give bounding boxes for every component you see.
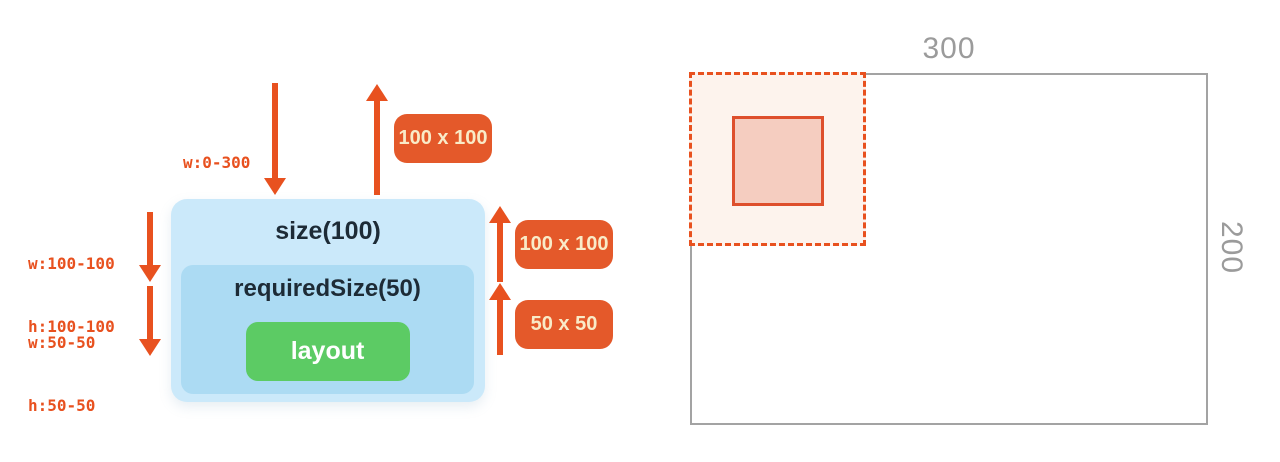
required-size-constraints-height: h:50-50 (28, 396, 96, 415)
size-constraints-width: w:100-100 (28, 254, 115, 273)
required-size-modifier-box: requiredSize(50) layout (181, 265, 474, 394)
down-arrow-icon (139, 212, 161, 282)
measured-size-badge-top: 100 x 100 (394, 114, 492, 163)
incoming-constraints-width: w:0-300 (183, 153, 251, 172)
arrow-shaft (147, 286, 153, 339)
arrow-head (489, 283, 511, 300)
down-arrow-icon (139, 286, 161, 356)
down-arrow-icon (264, 83, 286, 195)
arrow-shaft (497, 223, 503, 282)
size-modifier-label: size(100) (275, 217, 381, 245)
measured-size-badge-middle: 100 x 100 (515, 220, 613, 269)
measured-size-badge-bottom: 50 x 50 (515, 300, 613, 349)
up-arrow-icon (489, 206, 511, 282)
size-constraints-label: w:100-100 h:100-100 (28, 211, 115, 379)
up-arrow-icon (366, 84, 388, 195)
required-size-constraints-label: w:50-50 h:50-50 (28, 290, 95, 458)
container-width-label: 300 (922, 32, 976, 65)
measured-size-badge-bottom-label: 50 x 50 (530, 313, 598, 335)
size-constraints-height: h:100-100 (28, 317, 115, 336)
measured-size-badge-middle-label: 100 x 100 (519, 233, 609, 255)
arrow-shaft (497, 300, 503, 355)
arrow-head (139, 265, 161, 282)
size-modifier-box: size(100) requiredSize(50) layout (171, 199, 485, 402)
container-height-label: 200 (1215, 221, 1248, 275)
arrow-shaft (374, 101, 380, 195)
arrow-head (264, 178, 286, 195)
required-size-constraints-width: w:50-50 (28, 333, 96, 352)
arrow-head (139, 339, 161, 356)
required-size-square (732, 116, 824, 206)
up-arrow-icon (489, 283, 511, 355)
layout-node-label: layout (290, 337, 365, 365)
measured-size-badge-top-label: 100 x 100 (398, 127, 488, 149)
arrow-head (489, 206, 511, 223)
layout-node: layout (245, 322, 410, 381)
arrow-shaft (147, 212, 153, 265)
arrow-shaft (272, 83, 278, 178)
arrow-head (366, 84, 388, 101)
required-size-modifier-label: requiredSize(50) (234, 275, 421, 302)
